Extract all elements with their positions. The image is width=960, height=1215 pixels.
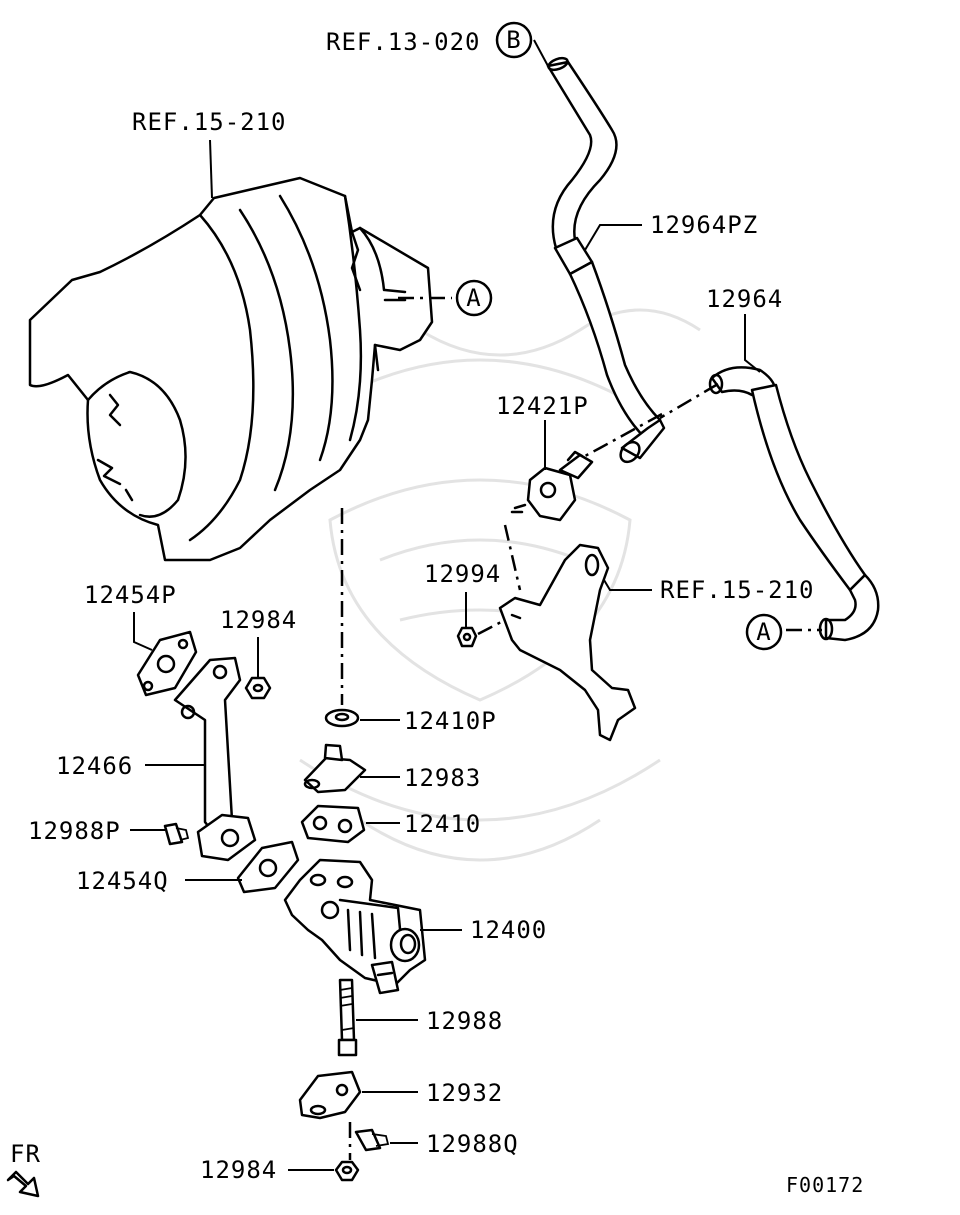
part-12454Q-label: 12454Q — [76, 867, 169, 895]
part-12932-label: 12932 — [426, 1079, 503, 1107]
turbocharger-housing — [28, 176, 434, 562]
gasket-12410 — [300, 804, 366, 844]
ref-bracket-label: REF.15-210 — [660, 576, 815, 604]
connector-a-hose: A — [745, 613, 783, 651]
part-12984-top-label: 12984 — [220, 606, 297, 634]
bolt-12988P — [163, 822, 190, 846]
ref-turbo-label: REF.15-210 — [132, 108, 287, 136]
bolt-12988Q — [354, 1128, 390, 1152]
connector-a-hose-label: A — [756, 618, 771, 646]
part-12421P-label: 12421P — [496, 392, 589, 420]
connector-b-top: B — [495, 21, 533, 59]
egr-pipe-12466 — [173, 656, 257, 862]
washer-12410P — [324, 708, 360, 728]
part-12410-label: 12410 — [404, 810, 481, 838]
plate-12983 — [303, 743, 367, 794]
connector-a-turbo: A — [455, 279, 493, 317]
part-12410P-label: 12410P — [404, 707, 497, 735]
part-12400-label: 12400 — [470, 916, 547, 944]
fr-arrow-icon — [6, 1170, 40, 1198]
part-12466-label: 12466 — [56, 752, 133, 780]
nut-12984-bottom — [334, 1160, 360, 1182]
solenoid-valve-12421P — [510, 450, 594, 522]
leader-lines — [130, 39, 761, 1171]
part-12988P-label: 12988P — [28, 817, 121, 845]
bracket-12932 — [298, 1070, 362, 1120]
gasket-12454P — [136, 630, 198, 697]
stud-bolt-12988 — [337, 978, 358, 1057]
hose-12964 — [708, 366, 880, 642]
egr-valve-12400 — [283, 858, 427, 995]
part-12454P-label: 12454P — [84, 581, 177, 609]
part-12964PZ-label: 12964PZ — [650, 211, 758, 239]
connector-b-label: B — [506, 26, 521, 54]
assembly-line-valve-bracket — [503, 524, 522, 591]
part-12983-label: 12983 — [404, 764, 481, 792]
gasket-12454Q — [236, 840, 300, 894]
drawing-code: F00172 — [786, 1173, 864, 1197]
part-12964-label: 12964 — [706, 285, 783, 313]
hose-12964PZ — [546, 56, 666, 464]
fr-label: FR — [10, 1140, 41, 1168]
part-12994-label: 12994 — [424, 560, 501, 588]
assembly-line-hose-valve — [584, 412, 663, 458]
ref-top-hose-label: REF.13-020 — [326, 28, 481, 56]
nut-12994 — [456, 626, 478, 648]
connector-a-turbo-label: A — [466, 284, 481, 312]
assembly-line-nut-bracket — [477, 618, 506, 636]
part-12988-label: 12988 — [426, 1007, 503, 1035]
bracket — [498, 543, 637, 742]
nut-12984-top — [244, 676, 272, 700]
assembly-line-hose-hose — [659, 382, 719, 420]
part-12984-bottom-label: 12984 — [200, 1156, 277, 1184]
part-12988Q-label: 12988Q — [426, 1130, 519, 1158]
front-direction-indicator: FR — [6, 1140, 41, 1198]
